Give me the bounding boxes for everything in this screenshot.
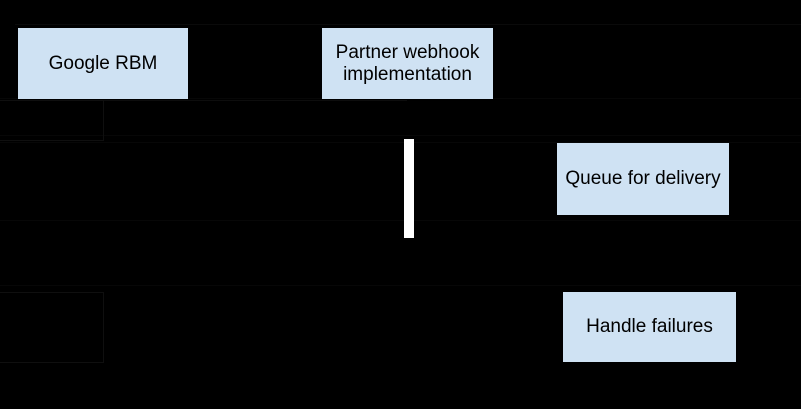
faint-frame-line [15,24,801,25]
faint-arrow-line [103,100,407,101]
faint-row-line [0,220,801,221]
faint-row-line [0,135,801,136]
step-queue-for-delivery: Queue for delivery [557,143,729,215]
participant-google-rbm-label: Google RBM [48,52,158,74]
faint-row-line [0,142,801,143]
step-queue-for-delivery-label: Queue for delivery [565,168,721,189]
participant-partner-webhook: Partner webhook implementation [322,28,493,99]
faint-row-line [0,285,801,286]
participant-partner-webhook-label: Partner webhook implementation [335,41,480,85]
faint-label-box [0,292,104,363]
step-handle-failures-label: Handle failures [586,316,713,337]
faint-label-box [0,100,104,141]
step-handle-failures: Handle failures [563,292,736,362]
activation-bar [404,139,414,238]
participant-google-rbm: Google RBM [18,28,188,99]
